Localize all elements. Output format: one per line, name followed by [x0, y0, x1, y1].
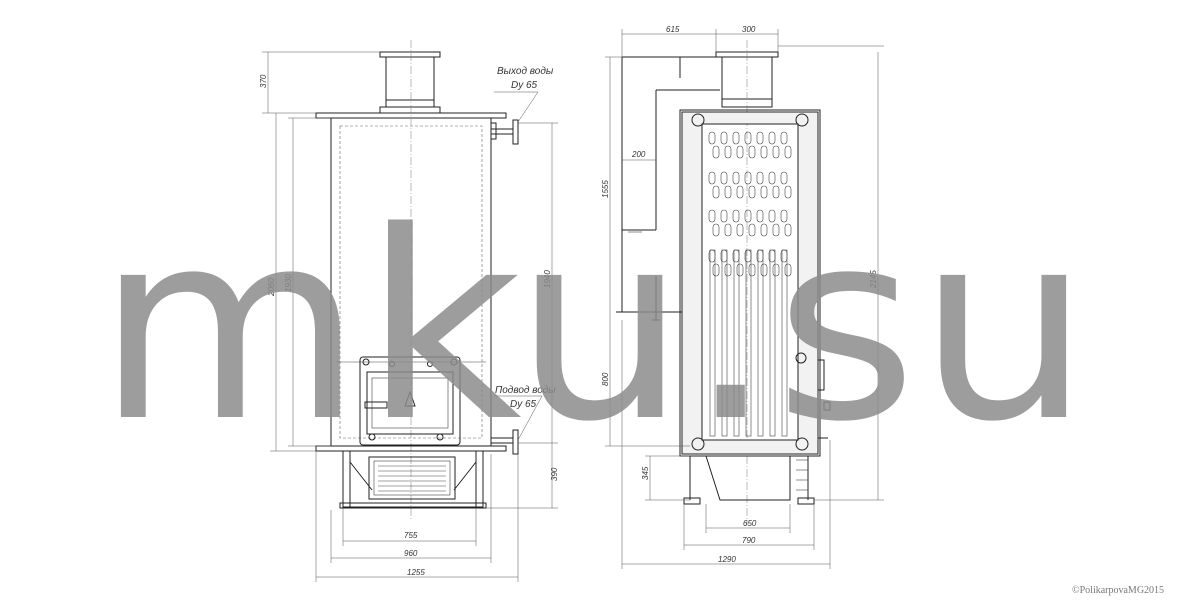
side-tube-stub: [768, 171, 776, 185]
dim-960: 960: [404, 549, 418, 558]
side-tube-stub: [772, 223, 780, 237]
dim-1940: 1940: [543, 270, 552, 288]
side-tube-stub: [780, 209, 788, 223]
copyright: ©PolikarpovaMG2015: [1072, 585, 1164, 596]
front-door: [366, 371, 454, 435]
side-tube-stub: [732, 249, 740, 263]
side-tube-stub: [736, 185, 744, 199]
side-tube-stub: [720, 249, 728, 263]
dim-300: 300: [742, 25, 756, 34]
front-door-frame: [359, 356, 461, 446]
side-tube-stub: [736, 263, 744, 277]
side-tube-stub: [744, 249, 752, 263]
side-tube-stub: [768, 131, 776, 145]
side-tube-stub: [732, 131, 740, 145]
side-tube-stub: [756, 209, 764, 223]
side-tube-stub: [760, 185, 768, 199]
side-tube-stub: [736, 145, 744, 159]
side-tube-stub: [708, 131, 716, 145]
dim-1290: 1290: [718, 555, 736, 564]
front-chimney-flange: [379, 51, 441, 58]
dim-800: 800: [601, 372, 610, 386]
dim-615: 615: [666, 25, 680, 34]
side-tube-stub: [784, 185, 792, 199]
dim-755: 755: [404, 531, 418, 540]
side-ash-hopper: [689, 455, 809, 501]
front-view: 370 2060 1930 1940 390 755 960 1255 Выхо…: [259, 40, 559, 582]
side-casing: [679, 109, 821, 457]
side-tube-stub: [756, 171, 764, 185]
side-tube-stub: [724, 263, 732, 277]
side-tube-stub: [756, 249, 764, 263]
dim-370: 370: [259, 74, 268, 88]
dim-200: 200: [631, 150, 646, 159]
side-tube-stub: [780, 131, 788, 145]
side-tube-stub: [784, 263, 792, 277]
side-tube-stub: [732, 209, 740, 223]
side-view: 615 300 200 1555 800 345 2145 650 790 12…: [601, 25, 884, 569]
side-tube-stub: [760, 145, 768, 159]
side-tube-stub: [720, 171, 728, 185]
watermark: mku.su: [96, 177, 1091, 479]
side-tube-stub: [732, 171, 740, 185]
side-tube-stub: [724, 223, 732, 237]
side-tube-stub: [772, 263, 780, 277]
dim-2145: 2145: [869, 270, 878, 289]
side-tube-stub: [712, 185, 720, 199]
dim-390: 390: [550, 467, 559, 481]
dim-1930: 1930: [284, 274, 293, 292]
inlet-label-title: Подвод воды: [495, 385, 556, 396]
side-tube-stub: [780, 171, 788, 185]
side-tube-stub: [760, 263, 768, 277]
side-tube-stub: [768, 249, 776, 263]
side-tube-bank: [708, 131, 792, 437]
side-tube-stub: [712, 145, 720, 159]
side-tube-stub: [724, 145, 732, 159]
inlet-label-size: Dy 65: [510, 399, 537, 410]
side-tube-stub: [748, 145, 756, 159]
dim-790: 790: [742, 536, 756, 545]
side-tube-stub: [744, 209, 752, 223]
side-tube-stub: [760, 223, 768, 237]
side-tube-stub: [736, 223, 744, 237]
side-tube-stub: [744, 131, 752, 145]
side-tube-stub: [708, 249, 716, 263]
side-tube-stub: [772, 145, 780, 159]
side-tube-stub: [772, 185, 780, 199]
dim-2060: 2060: [267, 278, 276, 297]
side-tube-stub: [712, 223, 720, 237]
side-tube-stub: [744, 171, 752, 185]
side-tube-stub: [724, 185, 732, 199]
side-tube-stub: [780, 249, 788, 263]
front-ash-door: [368, 456, 456, 500]
dim-650: 650: [743, 519, 757, 528]
side-tube-stub: [784, 145, 792, 159]
side-tube-stub: [748, 185, 756, 199]
side-tube-stub: [720, 131, 728, 145]
side-tube-stub: [720, 209, 728, 223]
side-tube-stub: [712, 263, 720, 277]
dim-345: 345: [641, 466, 650, 480]
dim-1255: 1255: [407, 568, 425, 577]
side-tube-stub: [756, 131, 764, 145]
side-tube-stub: [708, 171, 716, 185]
dim-1555: 1555: [601, 180, 610, 198]
front-stand: [342, 450, 484, 508]
front-outlet-pipe: [490, 128, 514, 135]
side-tube-stub: [708, 209, 716, 223]
side-tube-stub: [768, 209, 776, 223]
outlet-label-size: Dy 65: [511, 80, 538, 91]
side-tube-stub: [784, 223, 792, 237]
outlet-label-title: Выход воды: [497, 66, 554, 77]
side-tube-stub: [748, 223, 756, 237]
side-tube-stub: [748, 263, 756, 277]
